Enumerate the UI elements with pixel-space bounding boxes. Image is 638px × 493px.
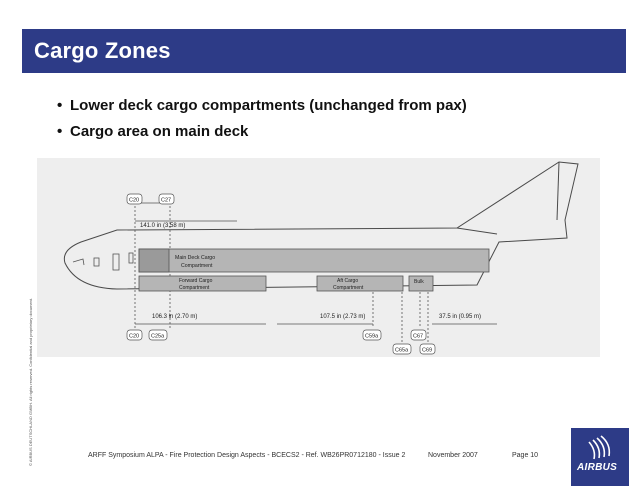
bullet-icon: • <box>57 123 63 140</box>
door-label: C20 <box>129 334 139 340</box>
door-label: C25a <box>151 334 165 340</box>
main-deck-label-line1: Main Deck Cargo <box>175 255 215 261</box>
bulk-length-label: 37.5 in (0.95 m) <box>439 314 481 320</box>
dimension-lines <box>135 202 497 325</box>
door-label: C65a <box>395 348 409 354</box>
aft-length-label: 107.5 in (2.73 m) <box>320 314 365 320</box>
footer-date: November 2007 <box>428 452 478 459</box>
aft-label-line1: Aft Cargo <box>337 278 358 284</box>
forward-length-label: 106.3 in (2.70 m) <box>152 314 197 320</box>
fuselage-outline <box>63 161 579 290</box>
cockpit-windows <box>72 252 134 271</box>
aircraft-diagram-svg: Main Deck Cargo Compartment Forward Carg… <box>63 161 579 355</box>
aft-label-line2: Compartment <box>333 285 364 291</box>
footer-reference: ARFF Symposium ALPA - Fire Protection De… <box>88 452 406 459</box>
cargo-zones-diagram: Main Deck Cargo Compartment Forward Carg… <box>37 158 600 357</box>
title-bar: Cargo Zones <box>22 29 626 73</box>
bullet-text: Lower deck cargo compartments (unchanged… <box>70 97 467 114</box>
slide-title: Cargo Zones <box>34 38 171 63</box>
airbus-logo: AIRBUS <box>571 428 629 486</box>
bulk-compartment <box>408 275 434 292</box>
door-label: C59a <box>365 334 379 340</box>
bulk-label: Bulk <box>414 279 424 285</box>
bullet-item: • Lower deck cargo compartments (unchange… <box>57 96 467 122</box>
door-label: C27 <box>161 198 171 204</box>
door-label: C69 <box>422 348 432 354</box>
bullet-list: • Lower deck cargo compartments (unchange… <box>57 96 467 148</box>
copyright-note: © AIRBUS DEUTSCHLAND GMBH. All rights re… <box>28 297 33 466</box>
bullet-icon: • <box>57 97 63 114</box>
aft-cargo-compartment <box>316 275 404 292</box>
main-deck-forward-section <box>138 248 170 273</box>
main-length-label: 141.0 in (3.58 m) <box>140 223 185 229</box>
forward-label-line2: Compartment <box>179 285 210 291</box>
forward-label-line1: Forward Cargo <box>179 278 213 284</box>
airbus-logo-icon <box>588 435 611 460</box>
door-label: C67 <box>413 334 423 340</box>
door-label: C20 <box>129 198 139 204</box>
bullet-text: Cargo area on main deck <box>70 123 249 140</box>
forward-cargo-compartment <box>138 275 267 292</box>
bullet-item: • Cargo area on main deck <box>57 122 467 148</box>
logo-wordmark: AIRBUS <box>577 462 618 473</box>
door-tags <box>126 193 436 355</box>
main-deck-label-line2: Compartment <box>181 263 213 269</box>
footer-page: Page 10 <box>512 452 539 459</box>
